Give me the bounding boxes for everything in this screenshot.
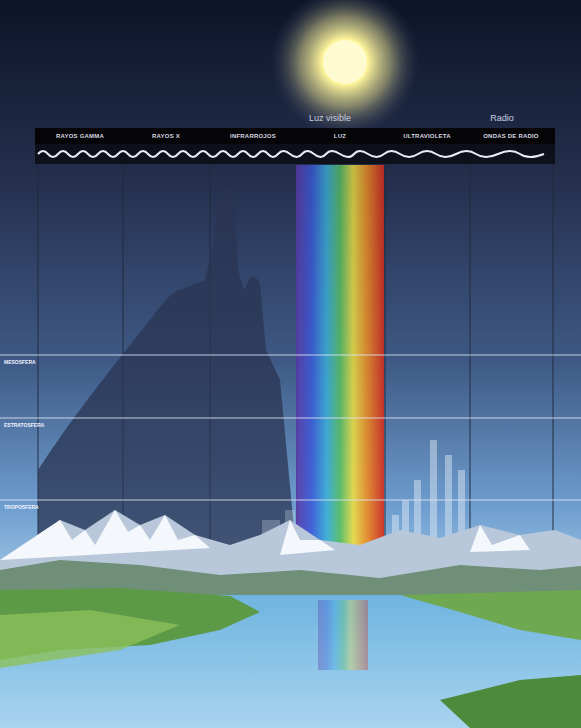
band-label: INFRARROJOS (230, 133, 276, 139)
band-label: RAYOS X (152, 133, 180, 139)
layer-label: ESTRATOSFERA (4, 423, 44, 428)
band-label: ONDAS DE RADIO (483, 133, 538, 139)
band-label: LUZ (334, 133, 346, 139)
spectrum-label: Radio (490, 114, 514, 123)
band-label: ULTRAVIOLETA (403, 133, 450, 139)
layer-label: TROPOSFERA (4, 505, 39, 510)
layer-label: MESOSFERA (4, 360, 36, 365)
spectrum-label: Luz visible (309, 114, 351, 123)
band-label: RAYOS GAMMA (56, 133, 104, 139)
